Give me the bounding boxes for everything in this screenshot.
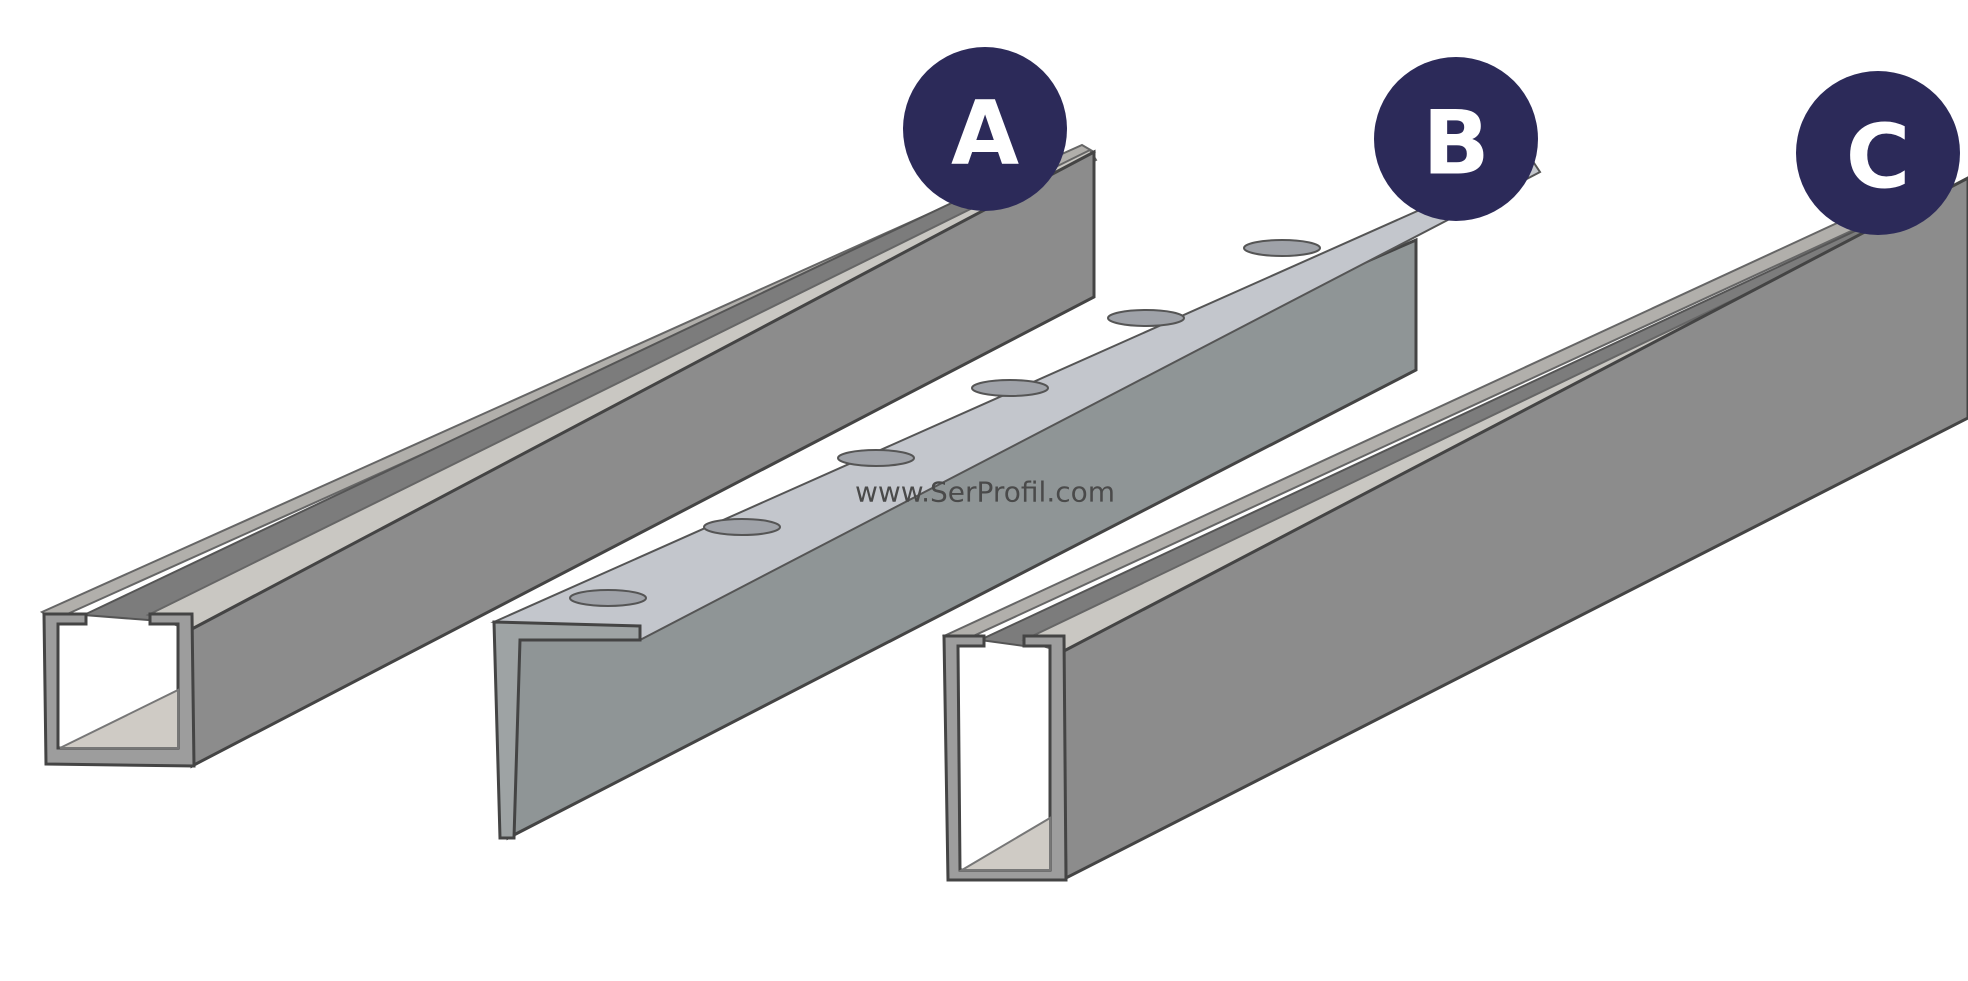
badge-a: A (903, 47, 1067, 211)
profile-c-end-face (942, 634, 1068, 882)
badge-c-circle (1796, 71, 1960, 235)
badge-b-circle (1374, 57, 1538, 221)
profile-b-end-face (492, 620, 642, 840)
profile-b-hole (1243, 239, 1321, 257)
profile-a-interior (59, 688, 179, 749)
badge-a-label: A (951, 82, 1019, 185)
profile-b-hole (1107, 309, 1185, 327)
badge-b: B (1374, 57, 1538, 221)
profile-b-hole (569, 589, 647, 607)
profile-b-hole (703, 518, 781, 536)
watermark-text: www.SerProfil.com (855, 476, 1115, 509)
profile-b-hole (971, 379, 1049, 397)
badge-c: C (1796, 71, 1960, 235)
profile-c-interior (958, 816, 1051, 871)
profile-c-channel (941, 176, 1968, 882)
profile-b-angle (490, 158, 1542, 841)
badge-c-label: C (1846, 106, 1911, 209)
profile-b-hole (837, 449, 915, 467)
profile-a-channel (39, 143, 1098, 769)
badge-a-circle (903, 47, 1067, 211)
badge-b-label: B (1422, 92, 1489, 195)
profile-a-end-face (42, 612, 196, 768)
